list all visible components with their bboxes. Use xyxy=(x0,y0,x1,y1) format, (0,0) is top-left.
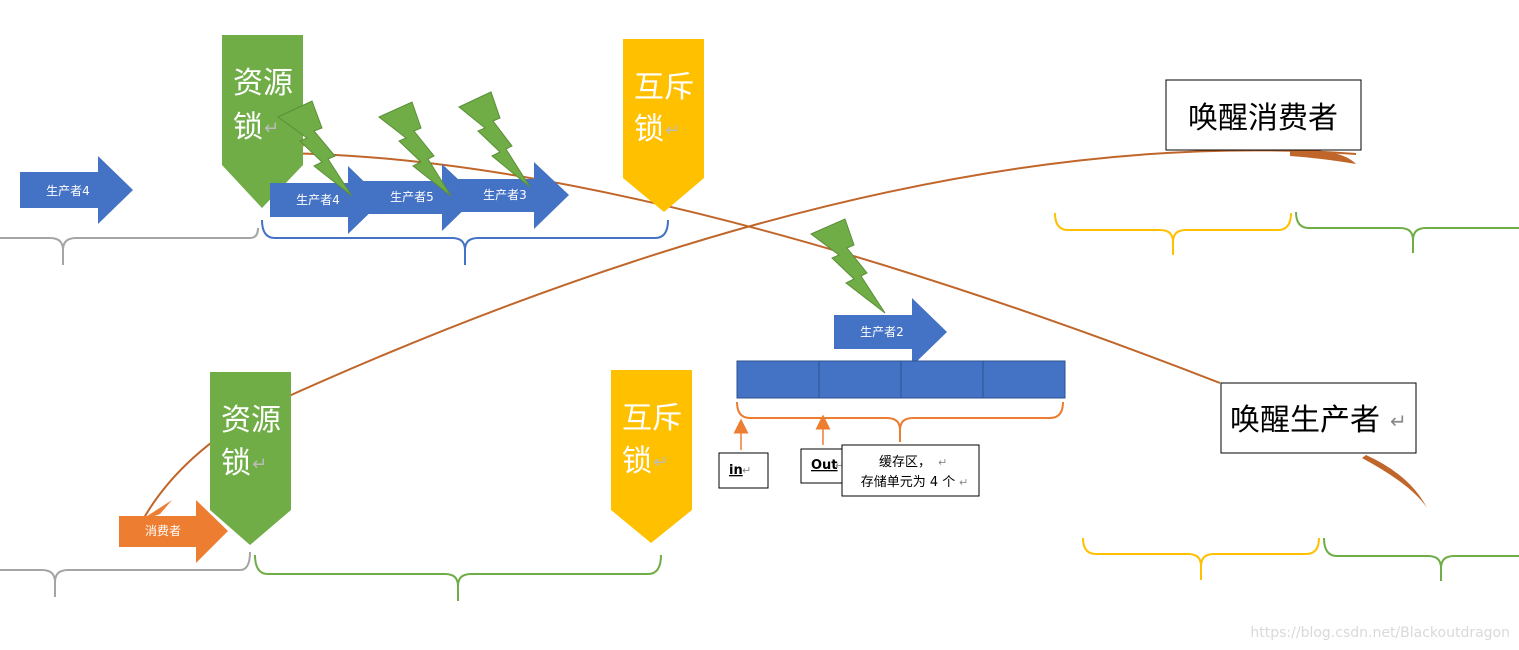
lightning-bolt-2 xyxy=(378,101,452,197)
svg-text:↵: ↵ xyxy=(742,464,751,477)
resource-lock-bottom-line2: 锁 xyxy=(221,446,251,481)
brace-green-right-top xyxy=(1295,211,1519,253)
in-pointer: in ↵ xyxy=(718,418,769,489)
mutex-lock-top-line1: 互斥 xyxy=(634,70,694,105)
buffer-note: 缓存区， ↵ 存储单元为 4 个 ↵ xyxy=(841,444,980,497)
consumer-arrow: 消费者 xyxy=(119,500,228,563)
lightning-bolt-4 xyxy=(810,218,886,314)
buffer-cell-2 xyxy=(818,360,902,399)
in-label: in xyxy=(729,463,743,478)
svg-text:↵: ↵ xyxy=(264,118,279,139)
buffer-cell-3 xyxy=(900,360,984,399)
svg-text:↵: ↵ xyxy=(959,476,968,489)
lightning-bolt-1 xyxy=(277,100,353,197)
buffer-cell-4 xyxy=(982,360,1066,399)
active-producer-arrow: 生产者2 xyxy=(834,298,947,366)
active-producer-label: 生产者2 xyxy=(860,325,904,339)
resource-lock-top-line1: 资源 xyxy=(233,66,293,101)
queued-producer-label-1: 生产者4 xyxy=(296,193,340,207)
resource-lock-bottom: 资源 锁 ↵ xyxy=(210,372,291,545)
svg-text:↵: ↵ xyxy=(938,456,947,469)
queued-producer-arrow-1: 生产者4 xyxy=(270,166,383,234)
buffer-cells xyxy=(736,360,1066,399)
queued-producer-arrow-2: 生产者5 xyxy=(362,164,477,231)
brace-gray-top xyxy=(0,227,259,265)
svg-text:↵: ↵ xyxy=(252,454,267,475)
out-label: Out xyxy=(811,458,838,473)
wake-producer-curve xyxy=(257,151,1427,508)
queued-producer-label-2: 生产者5 xyxy=(390,190,434,204)
queued-producer-label-3: 生产者3 xyxy=(483,188,527,202)
waiting-producer-label: 生产者4 xyxy=(46,184,90,198)
brace-buffer xyxy=(736,401,1064,442)
brace-green-right-bottom xyxy=(1323,537,1519,581)
brace-gray-bottom xyxy=(0,551,251,597)
mutex-lock-bottom-line1: 互斥 xyxy=(622,401,682,436)
wake-producer-box: 唤醒生产者 ↵ xyxy=(1220,382,1417,454)
consumer-label: 消费者 xyxy=(145,524,181,538)
resource-lock-bottom-line1: 资源 xyxy=(221,403,281,438)
brace-gold-right-bottom xyxy=(1082,537,1320,580)
buffer-note-line2: 存储单元为 4 个 xyxy=(861,475,956,490)
buffer-cell-1 xyxy=(736,360,820,399)
buffer-note-line1: 缓存区， xyxy=(879,455,931,470)
waiting-producer-arrow: 生产者4 xyxy=(20,156,133,224)
brace-green-bottom xyxy=(254,554,662,601)
wake-consumer-box: 唤醒消费者 xyxy=(1165,79,1362,151)
wake-consumer-curve xyxy=(139,149,1357,526)
watermark: https://blog.csdn.net/Blackoutdragon xyxy=(1250,625,1510,641)
wake-producer-label: 唤醒生产者 xyxy=(1230,403,1380,438)
mutex-lock-top-line2: 锁 xyxy=(634,112,664,147)
resource-lock-top: 资源 锁 ↵ xyxy=(222,35,303,208)
mutex-lock-bottom: 互斥 锁 ↵ xyxy=(611,370,692,543)
wake-consumer-label: 唤醒消费者 xyxy=(1188,101,1338,136)
svg-text:↵: ↵ xyxy=(1390,409,1407,433)
brace-blue-top xyxy=(261,219,669,265)
svg-text:↵: ↵ xyxy=(835,459,844,472)
brace-gold-right-top xyxy=(1054,212,1292,255)
lightning-bolt-3 xyxy=(458,91,531,188)
svg-text:↵: ↵ xyxy=(665,120,680,141)
svg-text:↵: ↵ xyxy=(653,452,668,473)
resource-lock-top-line2: 锁 xyxy=(233,110,263,145)
mutex-lock-bottom-line2: 锁 xyxy=(622,444,652,479)
mutex-lock-top: 互斥 锁 ↵ xyxy=(623,39,704,212)
queued-producer-arrow-3: 生产者3 xyxy=(456,162,569,229)
